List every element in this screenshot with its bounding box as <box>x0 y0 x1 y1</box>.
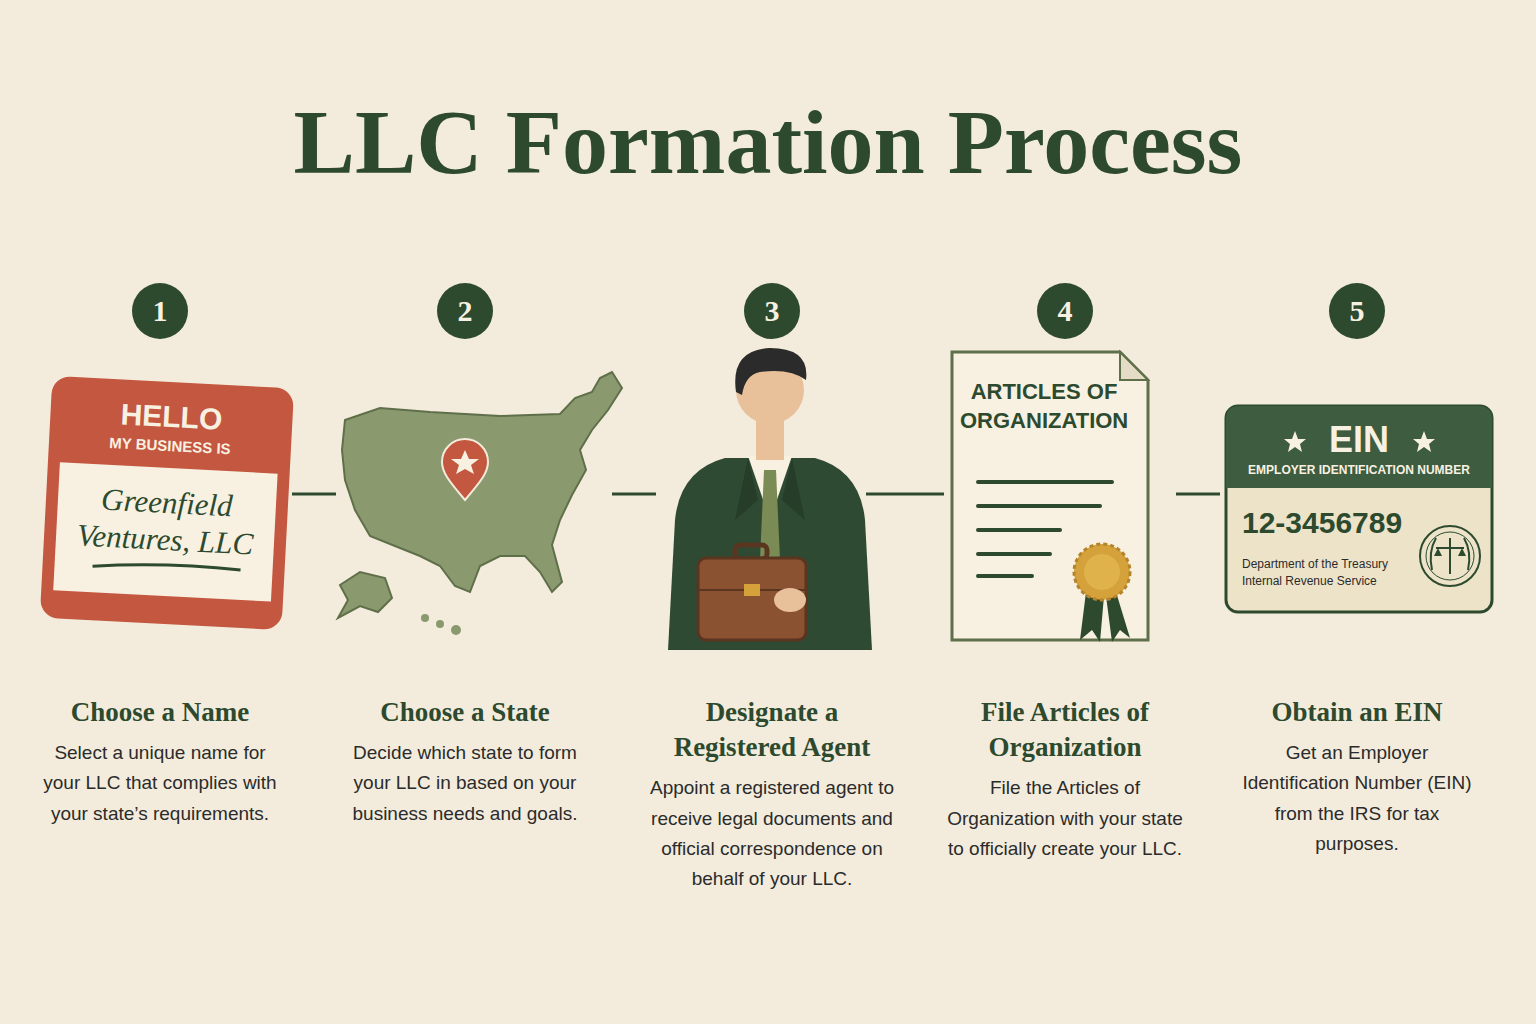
step-number: 2 <box>437 283 493 339</box>
ein-card-text: EIN <box>1226 420 1492 460</box>
diagram-title: LLC Formation Process <box>0 92 1536 193</box>
step-caption: Choose a StateDecide which state to form… <box>325 695 605 829</box>
step-number: 1 <box>132 283 188 339</box>
name-tag: HELLOMY BUSINESS IS Greenfield Ventures, … <box>44 380 290 626</box>
step-heading: Obtain an EIN <box>1227 695 1487 730</box>
step-caption: Designate a Registered AgentAppoint a re… <box>632 695 912 895</box>
ein-card-text: EMPLOYER IDENTIFICATION NUMBER <box>1226 464 1492 477</box>
ein-card <box>1226 406 1492 612</box>
name-tag-text: Greenfield Ventures, LLC <box>61 479 271 564</box>
step-number-text: 3 <box>765 296 780 326</box>
step-heading: File Articles of Organization <box>950 695 1180 765</box>
step-caption: Obtain an EIN Get an Employer Identificat… <box>1217 695 1497 860</box>
step-number: 4 <box>1037 283 1093 339</box>
agent-figure <box>668 348 872 650</box>
name-tag-text: HELLO <box>54 394 289 439</box>
step-number-text: 2 <box>458 296 473 326</box>
name-tag <box>40 376 294 630</box>
step-description: File the Articles of Organization with y… <box>940 773 1190 864</box>
step-description: Select a unique name for your LLC that c… <box>40 738 280 829</box>
step-heading: Choose a State <box>335 695 595 730</box>
step-number-text: 1 <box>153 296 168 326</box>
step-caption: File Articles of OrganizationFile the Ar… <box>925 695 1205 864</box>
step-description: Decide which state to form your LLC in b… <box>350 738 580 829</box>
us-map <box>338 372 622 635</box>
ein-card-text: 12-3456789 <box>1242 506 1402 539</box>
ein-card: EIN EMPLOYER IDENTIFICATION NUMBER 12-3456… <box>1226 406 1492 612</box>
name-tag-text: MY BUSINESS IS <box>53 432 288 461</box>
articles-document <box>952 352 1148 642</box>
step-caption: Choose a NameSelect a unique name for yo… <box>20 695 300 829</box>
step-description: Get an Employer Identification Number (E… <box>1237 738 1477 860</box>
step-number: 3 <box>744 283 800 339</box>
step-heading: Designate a Registered Agent <box>652 695 892 765</box>
ein-card-text: Department of the Treasury Internal Reve… <box>1242 556 1412 591</box>
step-number: 5 <box>1329 283 1385 339</box>
articles-document-text: ARTICLES OF ORGANIZATION <box>960 378 1128 435</box>
articles-document: ARTICLES OF ORGANIZATION <box>960 378 1128 458</box>
step-description: Appoint a registered agent to receive le… <box>637 773 907 895</box>
step-heading: Choose a Name <box>30 695 290 730</box>
step-number-text: 5 <box>1350 296 1365 326</box>
step-number-text: 4 <box>1058 296 1073 326</box>
